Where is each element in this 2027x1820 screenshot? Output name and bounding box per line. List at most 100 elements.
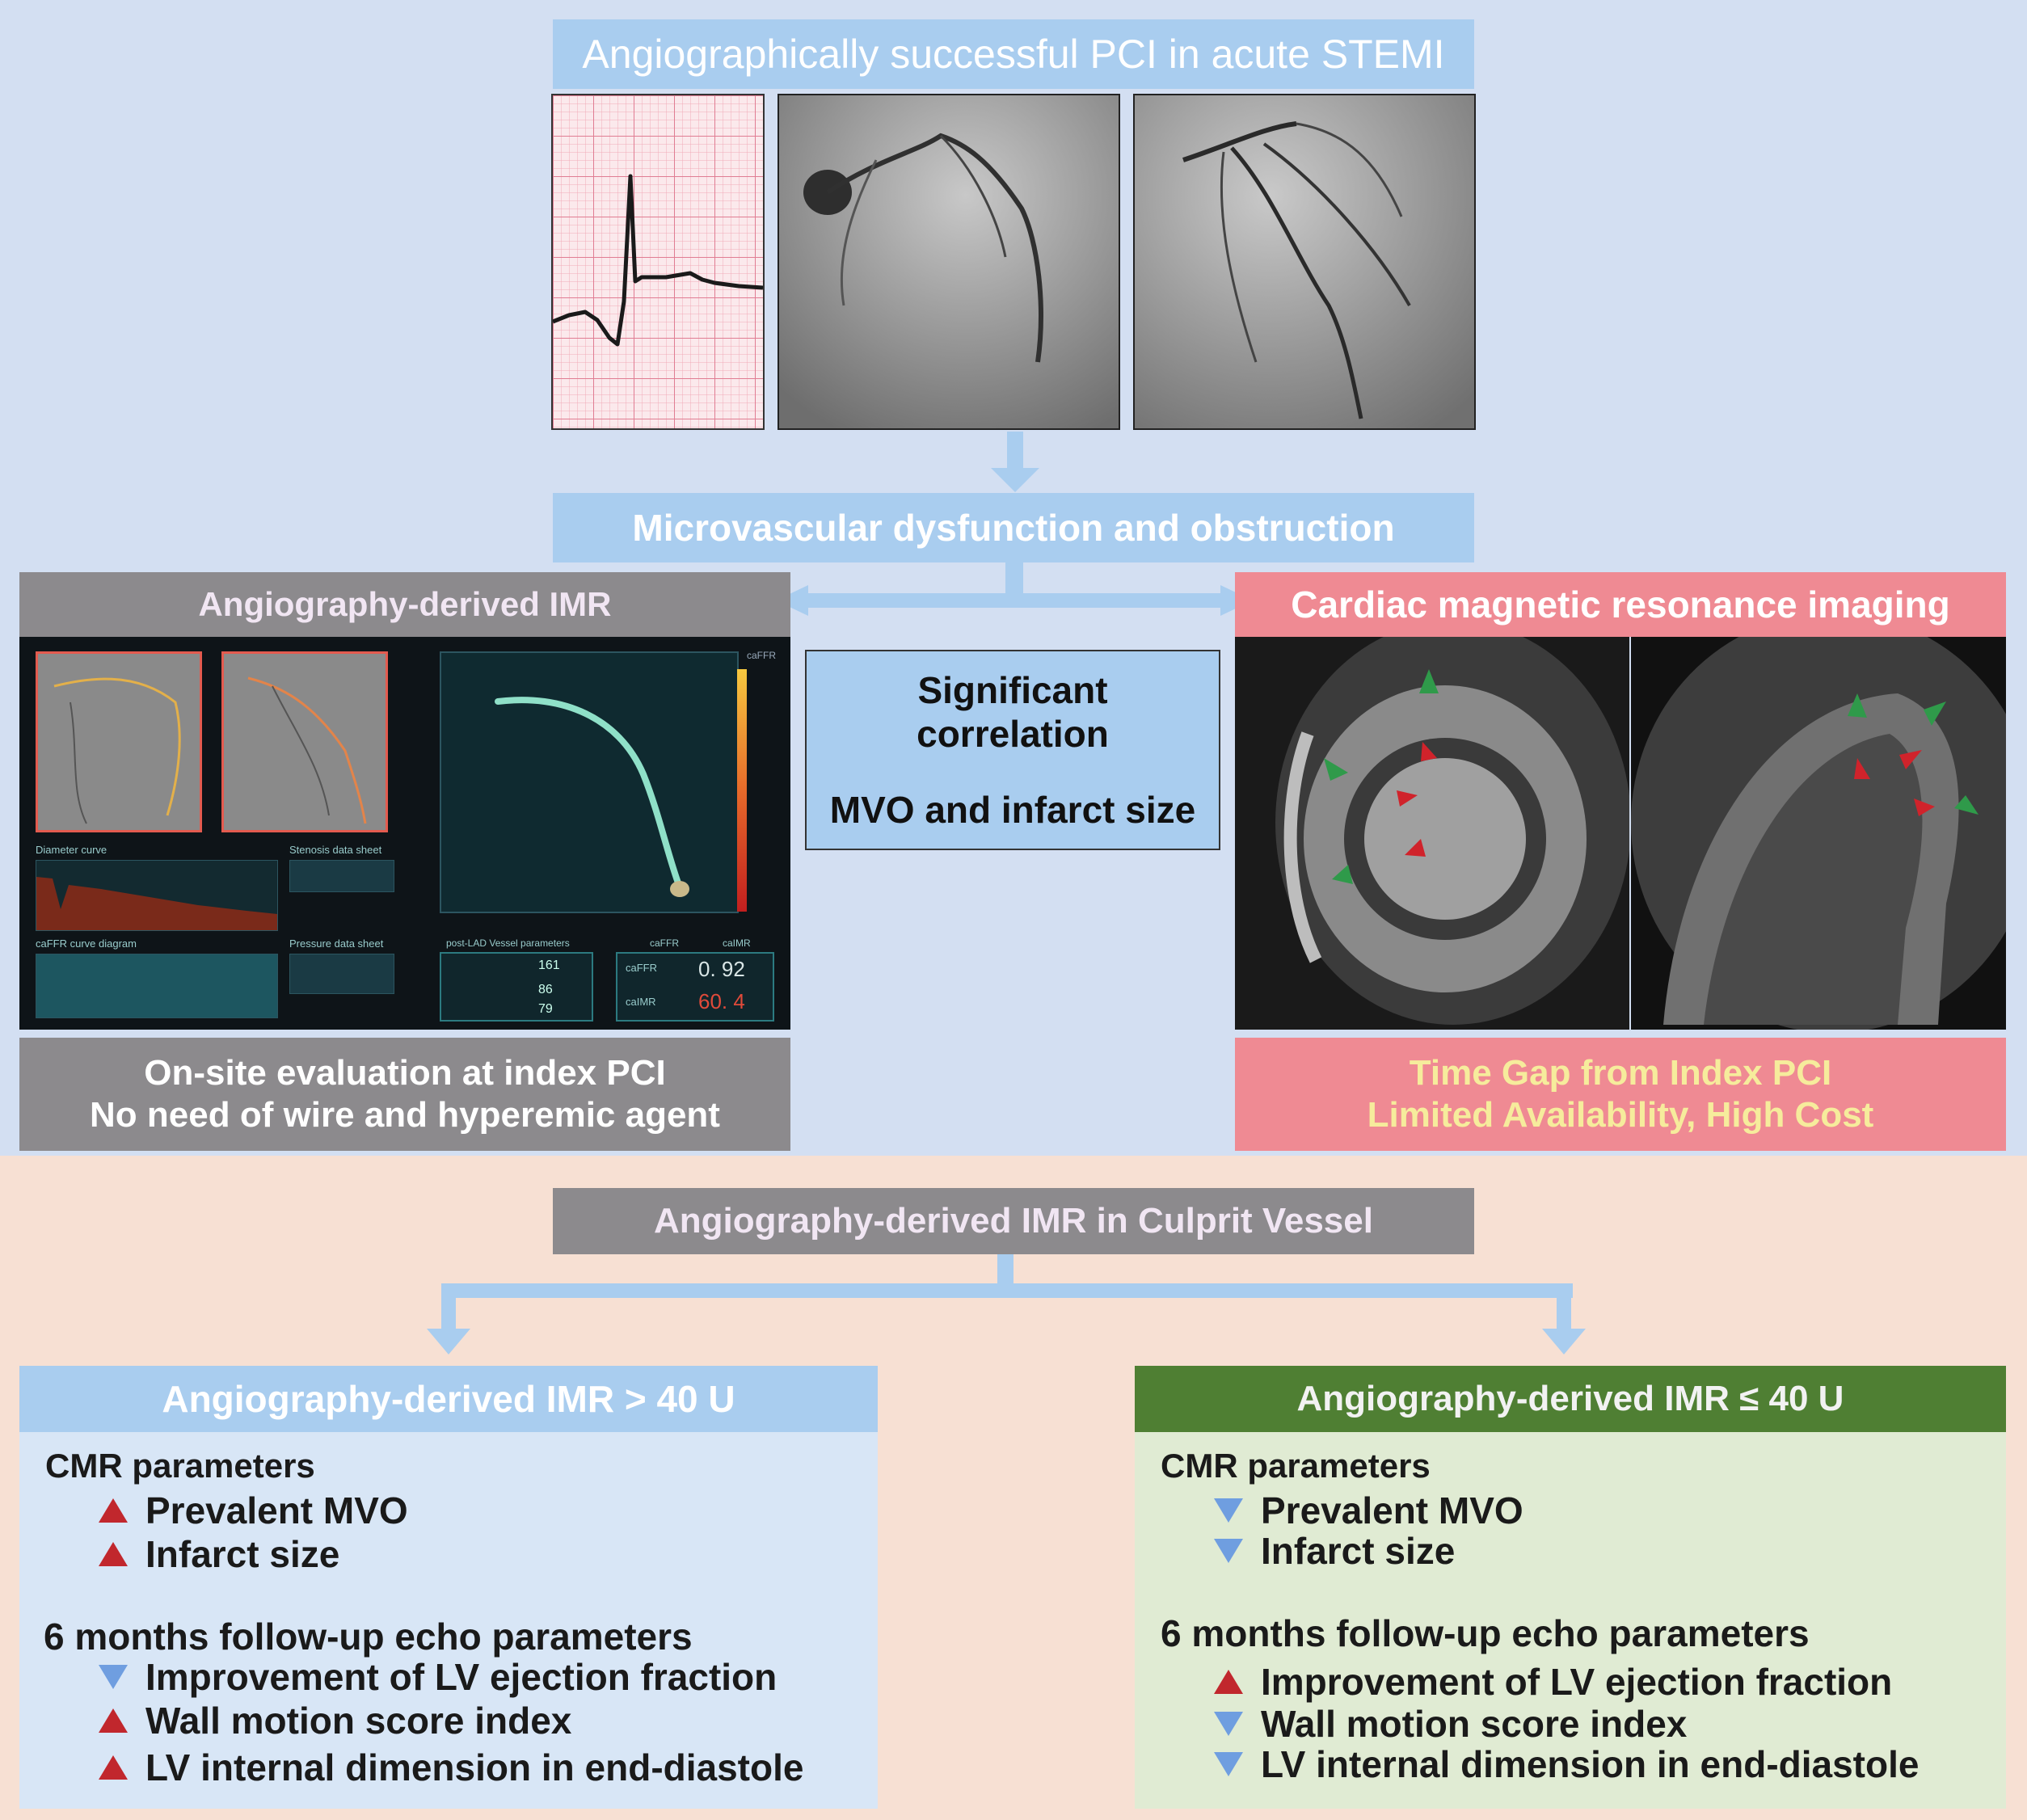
decrease-arrow-icon [1214, 1539, 1243, 1563]
increase-arrow-icon [99, 1708, 128, 1733]
thumb-vessel-icon [247, 676, 367, 824]
high-cmr-item-2: Infarct size [99, 1532, 339, 1576]
high-echo-item-1: Improvement of LV ejection fraction [99, 1655, 777, 1699]
diameter-curve-icon [36, 877, 277, 930]
high-echo-item-1-label: Improvement of LV ejection fraction [145, 1656, 778, 1698]
right-panel-caption: Time Gap from Index PCI Limited Availabi… [1235, 1038, 2006, 1151]
cmr-image-long-axis [1631, 637, 2006, 1030]
cmr-long-axis-icon [1631, 637, 2006, 1030]
stenosis-sheet-label: Stenosis data sheet [289, 844, 382, 856]
right-caption-line1: Time Gap from Index PCI [1409, 1053, 1832, 1093]
increase-arrow-icon [99, 1755, 128, 1780]
caimr-value: 60. 4 [698, 989, 745, 1013]
culprit-title: Angiography-derived IMR in Culprit Vesse… [553, 1188, 1474, 1254]
vessel-params-label: post-LAD Vessel parameters [446, 937, 570, 949]
high-cmr-item-1: Prevalent MVO [99, 1489, 408, 1532]
ffr-scale-label: caFFR [747, 650, 776, 661]
vessel-param-2: 86 [538, 983, 553, 996]
screen-3d-vessel [440, 651, 739, 913]
low-cmr-item-2-label: Infarct size [1261, 1530, 1456, 1572]
high-imr-body: CMR parameters Prevalent MVO Infarct siz… [19, 1432, 878, 1809]
pressure-sheet-label: Pressure data sheet [289, 937, 384, 950]
left-panel-title: Angiography-derived IMR [19, 572, 790, 637]
increase-arrow-icon [99, 1542, 128, 1566]
ecg-trace-icon [552, 95, 764, 428]
high-cmr-item-2-label: Infarct size [145, 1533, 340, 1575]
caimr-col-label: caIMR [723, 937, 751, 949]
culprit-title-text: Angiography-derived IMR in Culprit Vesse… [654, 1201, 1373, 1241]
screen-angio-thumb-1 [36, 651, 202, 832]
branch-arrows-icon [776, 562, 1253, 616]
low-cmr-title: CMR parameters [1161, 1447, 1431, 1485]
ecg-image [551, 94, 765, 430]
correlation-line2: correlation [917, 713, 1109, 755]
caffr-curve-chart [36, 954, 278, 1018]
correlation-line1: Significant [917, 669, 1108, 711]
right-panel-title: Cardiac magnetic resonance imaging [1235, 572, 2006, 637]
high-echo-item-2: Wall motion score index [99, 1699, 571, 1742]
screen-angio-thumb-2 [221, 651, 388, 832]
high-cmr-title: CMR parameters [45, 1447, 315, 1485]
cmr-image-short-axis [1235, 637, 1629, 1030]
correlation-box: Significant correlation MVO and infarct … [805, 650, 1220, 850]
caffr-label: caFFR [626, 962, 657, 974]
diameter-curve-label: Diameter curve [36, 844, 107, 856]
low-echo-item-1: Improvement of LV ejection fraction [1214, 1660, 1892, 1704]
high-echo-item-2-label: Wall motion score index [145, 1700, 572, 1742]
left-panel-caption: On-site evaluation at index PCI No need … [19, 1038, 790, 1151]
diameter-curve-chart [36, 860, 278, 931]
low-echo-item-2-label: Wall motion score index [1261, 1703, 1688, 1745]
down-arrow-icon [991, 432, 1039, 492]
right-panel-title-text: Cardiac magnetic resonance imaging [1291, 583, 1950, 626]
high-echo-title: 6 months follow-up echo parameters [44, 1616, 693, 1658]
microvascular-title-text: Microvascular dysfunction and obstructio… [632, 507, 1395, 549]
low-cmr-item-1-label: Prevalent MVO [1261, 1489, 1523, 1531]
low-imr-body: CMR parameters Prevalent MVO Infarct siz… [1135, 1432, 2006, 1809]
split-arrows-icon [427, 1254, 1586, 1354]
low-echo-title: 6 months follow-up echo parameters [1161, 1612, 1810, 1654]
ffr-color-scale [737, 669, 747, 912]
angiogram-after-icon [1135, 95, 1474, 428]
decrease-arrow-icon [1214, 1752, 1243, 1776]
caffr-value: 0. 92 [698, 957, 745, 981]
angiogram-before-icon [779, 95, 1119, 428]
left-caption-line2: No need of wire and hyperemic agent [90, 1095, 720, 1135]
decrease-arrow-icon [99, 1665, 128, 1689]
pressure-sheet [289, 954, 394, 994]
vessel-params-box: 161 86 79 [440, 952, 593, 1022]
vessel-3d-icon [495, 697, 689, 897]
low-imr-title-text: Angiography-derived IMR ≤ 40 U [1296, 1379, 1844, 1418]
right-caption-line2: Limited Availability, High Cost [1367, 1095, 1874, 1135]
cmr-short-axis-icon [1275, 637, 1629, 1025]
low-echo-item-2: Wall motion score index [1214, 1702, 1687, 1746]
low-echo-item-3-label: LV internal dimension in end-diastole [1261, 1743, 1920, 1785]
high-imr-title-text: Angiography-derived IMR > 40 U [162, 1378, 735, 1420]
angiogram-after-image [1133, 94, 1476, 430]
stenosis-sheet [289, 860, 394, 892]
angiogram-before-image [778, 94, 1120, 430]
low-imr-title: Angiography-derived IMR ≤ 40 U [1135, 1366, 2006, 1432]
low-cmr-item-1: Prevalent MVO [1214, 1489, 1523, 1532]
top-title: Angiographically successful PCI in acute… [553, 19, 1474, 89]
vessel-param-3: 79 [538, 1002, 553, 1016]
high-echo-item-3-label: LV internal dimension in end-diastole [145, 1746, 804, 1788]
high-imr-title: Angiography-derived IMR > 40 U [19, 1366, 878, 1432]
thumb-vessel-icon [53, 677, 181, 824]
imr-software-screen: caFFR Diameter curve Stenosis data sheet… [19, 637, 790, 1030]
caimr-label: caIMR [626, 996, 656, 1008]
increase-arrow-icon [1214, 1670, 1243, 1694]
high-cmr-item-1-label: Prevalent MVO [145, 1489, 408, 1531]
low-cmr-item-2: Infarct size [1214, 1529, 1455, 1573]
top-title-text: Angiographically successful PCI in acute… [582, 32, 1445, 77]
decrease-arrow-icon [1214, 1712, 1243, 1736]
low-echo-item-3: LV internal dimension in end-diastole [1214, 1742, 1919, 1786]
results-box: caFFR 0. 92 caIMR 60. 4 [616, 952, 774, 1022]
caffr-curve-label: caFFR curve diagram [36, 937, 137, 950]
microvascular-title: Microvascular dysfunction and obstructio… [553, 493, 1474, 562]
high-echo-item-3: LV internal dimension in end-diastole [99, 1746, 803, 1789]
caffr-col-label: caFFR [650, 937, 679, 949]
correlation-line3: MVO and infarct size [829, 789, 1196, 831]
left-caption-line1: On-site evaluation at index PCI [144, 1053, 666, 1093]
low-echo-item-1-label: Improvement of LV ejection fraction [1261, 1661, 1893, 1703]
left-panel-title-text: Angiography-derived IMR [198, 585, 612, 623]
